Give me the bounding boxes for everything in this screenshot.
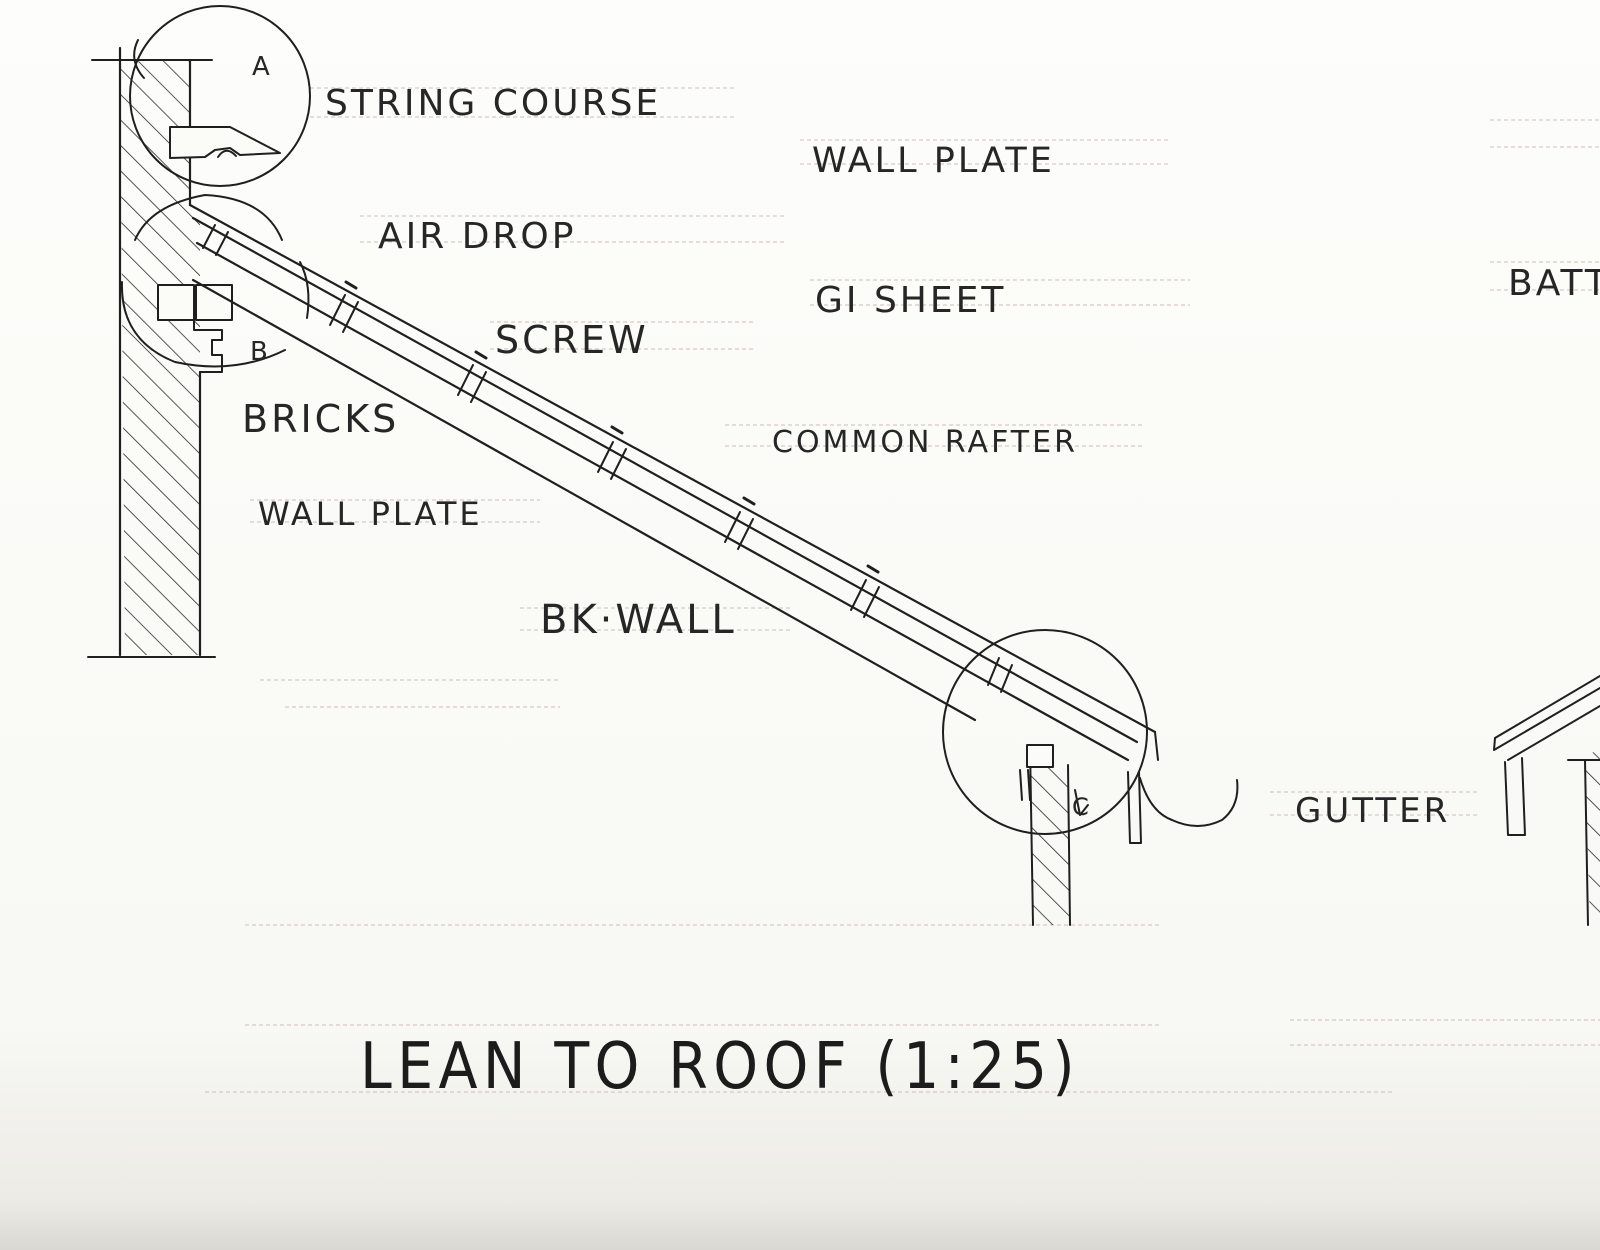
labels: STRING COURSE WALL PLATE AIR DROP GI SHE…	[242, 52, 1600, 831]
partial-right-drawing	[1493, 675, 1600, 926]
label-wall-plate-top: WALL PLATE	[812, 141, 1055, 181]
main-brick-wall	[87, 46, 216, 658]
marker-c: C	[1072, 793, 1092, 821]
label-string-course: STRING COURSE	[325, 83, 661, 124]
label-screw: SCREW	[495, 318, 649, 362]
roof-assembly	[188, 203, 1159, 762]
string-course	[169, 126, 281, 159]
label-batt: BATT	[1508, 263, 1600, 304]
marker-b: B	[250, 337, 271, 367]
label-bk-wall: BK·WALL	[540, 597, 737, 643]
guide-rules	[205, 87, 1600, 1093]
label-wall-plate-left: WALL PLATE	[258, 495, 483, 533]
label-gi-sheet: GI SHEET	[815, 280, 1006, 321]
marker-a: A	[252, 52, 273, 82]
label-bricks: BRICKS	[242, 397, 399, 441]
lower-wall-and-gutter	[1019, 744, 1239, 926]
drawing-title: LEAN TO ROOF (1:25)	[360, 1030, 1080, 1104]
label-gutter: GUTTER	[1295, 791, 1450, 831]
label-common-rafter: COMMON RAFTER	[772, 425, 1078, 460]
label-air-drop: AIR DROP	[378, 216, 576, 257]
